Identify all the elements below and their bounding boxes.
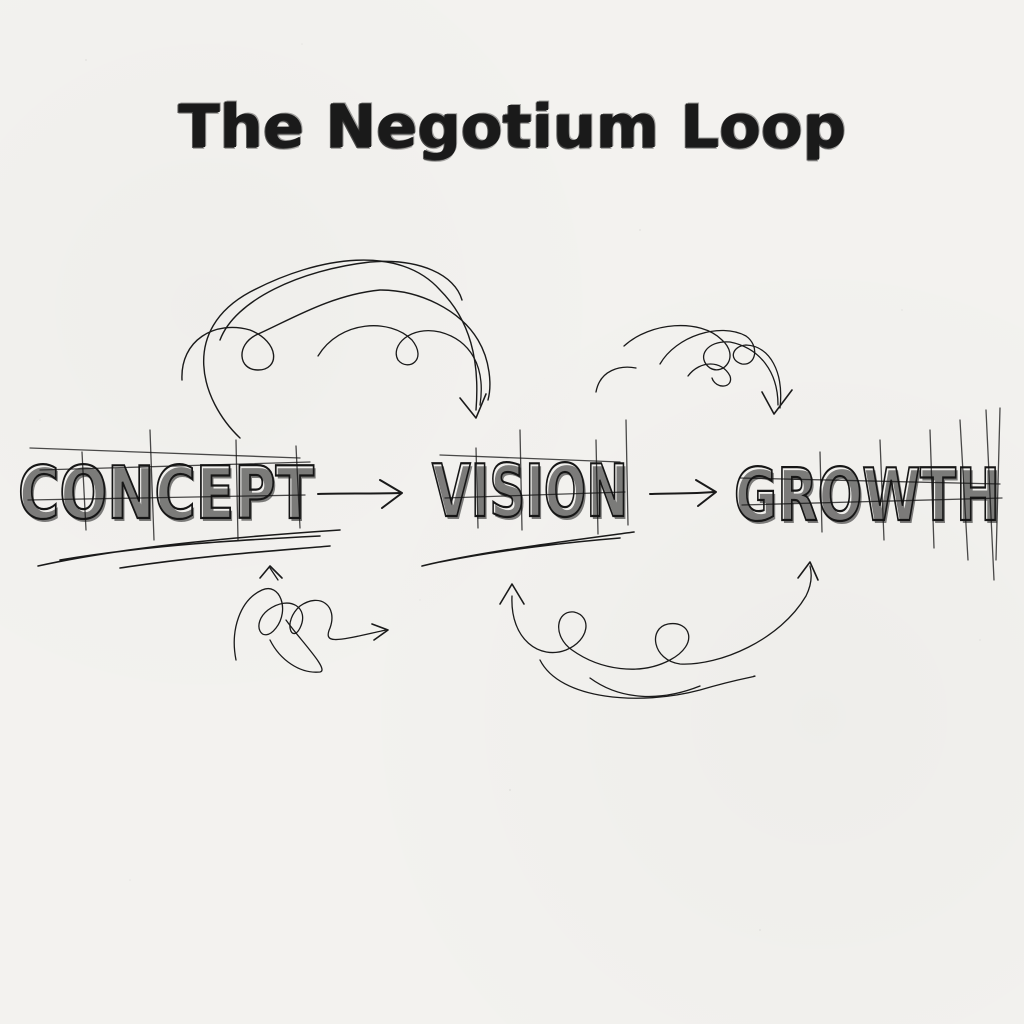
loop-arrow-vision-to-growth-upper: [595, 324, 793, 415]
vision-underline: [421, 531, 635, 567]
concept-scratch-marks: [27, 429, 311, 541]
node-growth-label: GROWTH: [734, 453, 1000, 537]
node-concept-label: CONCEPT: [18, 451, 314, 535]
vision-scratch-marks: [439, 419, 629, 535]
loop-arrow-concept-to-vision-upper: [181, 259, 491, 439]
node-growth: GROWTH GROWTH: [733, 407, 1003, 581]
loop-arrow-growth-to-vision-lower: [499, 561, 819, 699]
node-growth-label-shadow: GROWTH: [736, 456, 1002, 540]
concept-underline: [37, 529, 341, 569]
node-vision: VISION VISION: [421, 419, 635, 567]
diagram-title: The Negotium Loop: [178, 92, 846, 162]
growth-scratch-marks: [739, 407, 1003, 581]
loop-arrow-concept-return: [233, 565, 389, 673]
edge-vision-to-growth: [649, 479, 717, 507]
edge-concept-to-vision: [317, 479, 403, 509]
node-concept: CONCEPT CONCEPT: [17, 429, 341, 569]
